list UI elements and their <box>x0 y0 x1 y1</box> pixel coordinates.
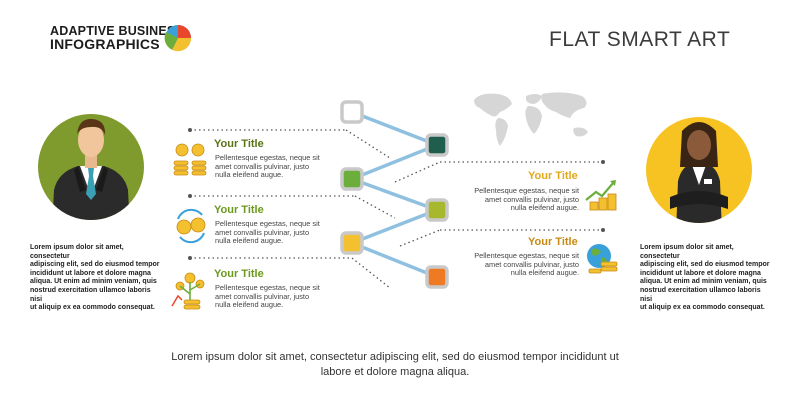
brand-line-1: ADAPTIVE BUSINESS <box>50 24 184 38</box>
node-yellow <box>340 231 364 255</box>
card-text: Pellentesque egestas, neque sit amet con… <box>474 251 579 278</box>
connector-4 <box>350 208 439 245</box>
leader-dot <box>601 160 605 164</box>
connector-5 <box>350 241 439 279</box>
footer-description: Lorem ipsum dolor sit amet, consectetur … <box>171 351 619 378</box>
connector-3 <box>350 177 439 212</box>
globe-money-icon <box>587 244 618 274</box>
connector-2 <box>350 143 439 181</box>
card-title: Your Title <box>528 170 578 182</box>
card-title: Your Title <box>214 138 264 150</box>
node-olive <box>425 198 449 222</box>
leader-dot <box>188 194 192 198</box>
growth-chart-icon <box>585 180 617 211</box>
card-title: Your Title <box>214 268 264 280</box>
node-green <box>340 167 364 191</box>
page-title: FLAT SMART ART <box>549 28 731 51</box>
card-title: Your Title <box>528 236 578 248</box>
money-plant-icon <box>171 272 205 310</box>
leader-dot <box>188 128 192 132</box>
card-text: Pellentesque egestas, neque sit amet con… <box>474 186 579 213</box>
leader-line-right-2b <box>399 229 441 247</box>
pie-logo-icon <box>164 25 192 52</box>
world-map-icon <box>474 92 588 146</box>
card-text: Pellentesque egestas, neque sit amet con… <box>215 283 320 310</box>
node-white <box>340 100 364 124</box>
node-orange <box>425 265 449 289</box>
coins-stack-icon <box>173 143 207 176</box>
leader-line-left-2b <box>354 195 396 219</box>
currency-exchange-icon <box>176 208 206 244</box>
businessman-avatar <box>38 114 144 220</box>
leader-line-left-1b <box>345 129 391 159</box>
left-person-description: Lorem ipsum dolor sit amet, consectetur … <box>30 244 160 312</box>
card-text: Pellentesque egestas, neque sit amet con… <box>215 219 320 246</box>
leader-line-right-1b <box>394 161 441 183</box>
businesswoman-avatar <box>646 117 752 223</box>
brand-line-2: INFOGRAPHICS <box>50 36 160 52</box>
leader-dot <box>188 256 192 260</box>
card-title: Your Title <box>214 204 264 216</box>
right-person-description: Lorem ipsum dolor sit amet, consectetur … <box>640 244 770 312</box>
leader-dot <box>601 228 605 232</box>
connector-1 <box>350 110 439 147</box>
node-dark-teal <box>425 133 449 157</box>
card-text: Pellentesque egestas, neque sit amet con… <box>215 153 320 180</box>
leader-line-left-3b <box>351 257 391 289</box>
